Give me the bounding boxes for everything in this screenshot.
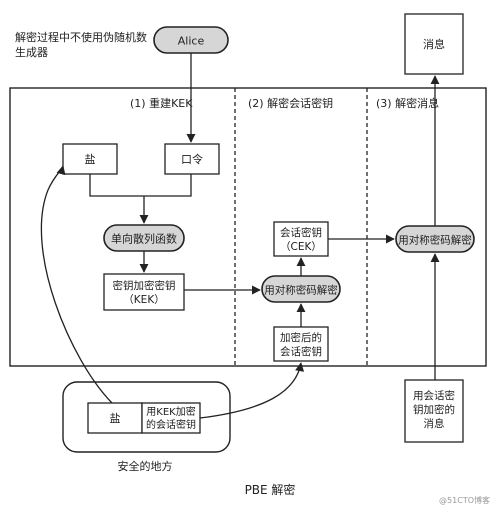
encrypted-message-node: 用会话密 钥加密的 消息: [404, 379, 464, 443]
kek-node: 密钥加密密钥 （KEK）: [103, 273, 185, 311]
note-line-2: 生成器: [15, 45, 48, 59]
watermark: @51CTO博客: [439, 495, 490, 505]
kek-label-2: （KEK）: [123, 294, 164, 306]
cek-label-1: 会话密钥: [280, 226, 322, 239]
edge-safe-salt: [40, 165, 113, 404]
safe-kek-encrypted-label-2: 的会话密钥: [146, 418, 196, 431]
section-decrypt-message: (3) 解密消息: [376, 96, 439, 110]
message-box: 消息: [404, 13, 464, 75]
encrypted-message-label-2: 钥加密的: [413, 403, 455, 416]
sym-decrypt-session-label: 用对称密码解密: [264, 284, 338, 297]
alice-node: Alice: [153, 26, 229, 54]
safe-place-region: 盐 用KEK加密 的会话密钥 安全的地方: [62, 381, 231, 473]
section-decrypt-session-key: (2) 解密会话密钥: [248, 96, 333, 110]
encrypted-session-key-node: 加密后的 会话密钥: [273, 326, 329, 362]
sym-decrypt-session-node: 用对称密码解密: [261, 275, 341, 303]
encrypted-message-label-3: 消息: [424, 417, 445, 430]
sym-decrypt-message-node: 用对称密码解密: [395, 225, 475, 253]
edge-password-join: [144, 174, 192, 197]
section-rebuild-kek: (1) 重建KEK: [130, 96, 193, 110]
password-label: 口令: [181, 152, 203, 166]
alice-label: Alice: [178, 35, 205, 48]
edge-salt-join: [89, 174, 144, 197]
diagram-caption: PBE 解密: [245, 482, 296, 497]
safe-salt-box: [87, 402, 143, 434]
cek-node: 会话密钥 （CEK）: [273, 221, 329, 257]
cek-label-2: （CEK）: [280, 241, 322, 253]
encrypted-session-key-label-1: 加密后的: [280, 331, 322, 344]
encrypted-session-key-label-2: 会话密钥: [280, 345, 322, 358]
edge-safe-encsession: [199, 362, 305, 419]
encrypted-message-label-1: 用会话密: [413, 389, 455, 402]
main-frame: [9, 87, 487, 367]
safe-salt-label: 盐: [110, 412, 121, 425]
message-label: 消息: [423, 37, 445, 51]
sym-decrypt-message-label: 用对称密码解密: [398, 234, 472, 247]
kek-label-1: 密钥加密密钥: [113, 279, 176, 292]
salt-node: 盐: [62, 143, 118, 175]
hash-label: 单向散列函数: [111, 232, 177, 246]
safe-place-label: 安全的地方: [118, 459, 173, 473]
hash-node: 单向散列函数: [103, 224, 185, 252]
safe-kek-encrypted-label-1: 用KEK加密: [146, 405, 195, 418]
note-line-1: 解密过程中不使用伪随机数: [15, 30, 147, 44]
salt-label: 盐: [85, 153, 96, 166]
password-node: 口令: [164, 143, 220, 175]
